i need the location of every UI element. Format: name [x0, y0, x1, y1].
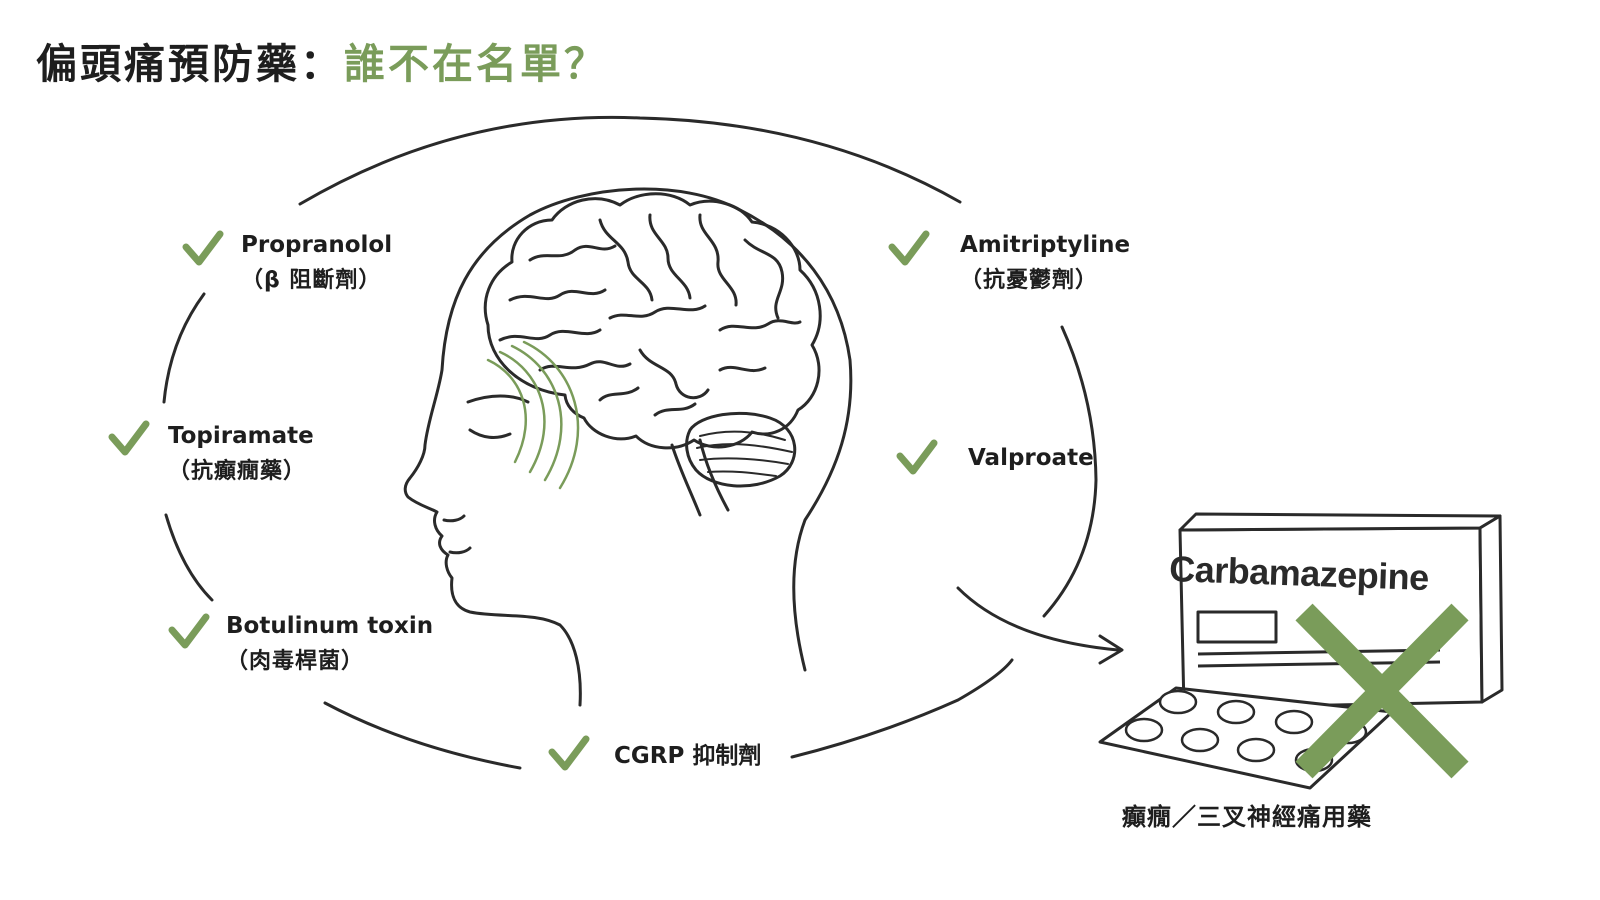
head-silhouette: [403, 187, 853, 707]
oval-arc-bottom-left: [323, 701, 522, 770]
check-icon: [888, 230, 930, 266]
oval-arc-left-upper: [162, 292, 206, 404]
oval-arc-top: [298, 115, 962, 206]
drug-valproate: Valproate: [968, 440, 1094, 476]
oval-arc-right: [1042, 325, 1098, 618]
box-side: [1478, 514, 1504, 704]
page-title: 偏頭痛預防藥：誰不在名單？: [36, 30, 608, 90]
drug-class: （抗癲癇藥）: [168, 459, 307, 484]
drug-botulinum-toxin: Botulinum toxin （肉毒桿菌）: [226, 608, 433, 680]
cycle-oval: [162, 115, 1098, 770]
oval-arc-left-lower: [164, 513, 214, 602]
drug-topiramate: Topiramate （抗癲癇藥）: [168, 418, 314, 490]
check-icon: [896, 439, 938, 475]
oval-arc-bottom-right: [790, 658, 1014, 759]
drug-name: Propranolol: [241, 232, 393, 258]
drug-name: CGRP 抑制劑: [614, 743, 762, 769]
exclusion-arrow: [956, 586, 1124, 665]
title-main: 偏頭痛預防藥：: [36, 40, 344, 88]
box-label-rect: [1196, 610, 1278, 644]
check-icon: [182, 230, 224, 266]
excluded-drug-name: Carbamazepine: [1168, 548, 1430, 599]
drug-name: Topiramate: [168, 423, 314, 449]
pain-waves: [486, 340, 580, 490]
drug-name: Botulinum toxin: [226, 613, 434, 639]
check-icon: [168, 613, 210, 649]
drug-amitriptyline: Amitriptyline （抗憂鬱劑）: [960, 227, 1130, 299]
drug-class: （β 阻斷劑）: [241, 268, 382, 293]
box-top: [1178, 512, 1502, 532]
cerebellum: [685, 411, 797, 488]
excluded-drug-caption: 癲癇／三叉神經痛用藥: [1122, 803, 1372, 831]
drug-name: Amitriptyline: [960, 232, 1131, 258]
drug-name: Valproate: [968, 445, 1094, 471]
drug-class: （肉毒桿菌）: [226, 649, 365, 674]
check-icon: [548, 735, 590, 771]
cross-icon: [1295, 603, 1469, 779]
brain-illustration: [483, 192, 822, 517]
drug-class: （抗憂鬱劑）: [960, 268, 1099, 293]
title-accent: 誰不在名單？: [344, 40, 608, 88]
drug-propranolol: Propranolol （β 阻斷劑）: [241, 227, 392, 299]
check-icon: [108, 420, 150, 456]
arrow-head-icon: [1098, 634, 1124, 665]
drug-cgrp-inhibitor: CGRP 抑制劑: [614, 738, 761, 774]
